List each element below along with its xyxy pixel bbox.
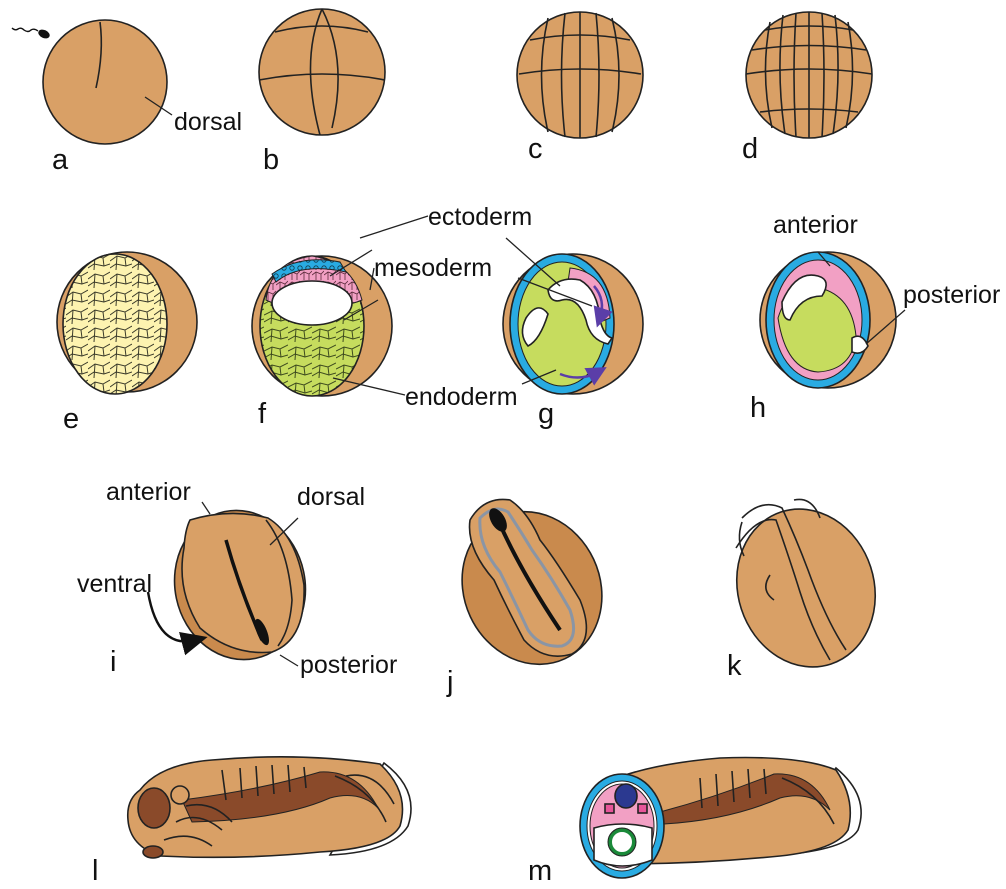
stage-a-egg: dorsal a: [12, 20, 242, 176]
label-ventral-i: ventral: [77, 570, 152, 598]
panel-label-l: l: [92, 855, 98, 884]
label-mesoderm: mesoderm: [374, 254, 492, 282]
panel-label-c: c: [528, 133, 543, 165]
panel-label-h: h: [750, 392, 766, 424]
stage-k-neural-tube: k: [717, 491, 896, 685]
panel-label-f: f: [258, 398, 267, 430]
label-ectoderm: ectoderm: [428, 203, 532, 231]
label-posterior-h: posterior: [903, 281, 1000, 309]
stage-l-tailbud: l: [92, 757, 411, 884]
stage-b-cleavage: b: [259, 9, 385, 176]
stage-i-neurula: anterior dorsal ventral posterior i: [77, 478, 397, 679]
panel-label-g: g: [538, 398, 554, 430]
panel-label-d: d: [742, 133, 758, 165]
label-dorsal-i: dorsal: [297, 483, 365, 511]
panel-label-e: e: [63, 403, 79, 435]
panel-label-j: j: [446, 666, 453, 698]
label-posterior-i: posterior: [300, 651, 397, 679]
panel-label-i: i: [110, 646, 116, 678]
panel-label-a: a: [52, 144, 69, 176]
label-anterior-h: anterior: [773, 211, 858, 239]
stage-d-morula: d: [742, 12, 872, 165]
stage-m-cross-section: m: [528, 758, 861, 885]
stage-g-gastrula: g: [503, 238, 643, 430]
stage-e-blastula: e: [57, 252, 197, 435]
stage-j-neural-folds: j: [437, 489, 626, 698]
stage-h-gastrula: anterior posterior h: [750, 211, 1000, 424]
label-anterior-i: anterior: [106, 478, 191, 506]
panel-label-b: b: [263, 144, 279, 176]
panel-label-m: m: [528, 855, 552, 884]
label-endoderm: endoderm: [405, 383, 518, 411]
label-dorsal-a: dorsal: [174, 108, 242, 136]
panel-label-k: k: [727, 650, 742, 682]
stage-c-cleavage: c: [517, 12, 643, 165]
sperm-icon: [12, 28, 51, 40]
